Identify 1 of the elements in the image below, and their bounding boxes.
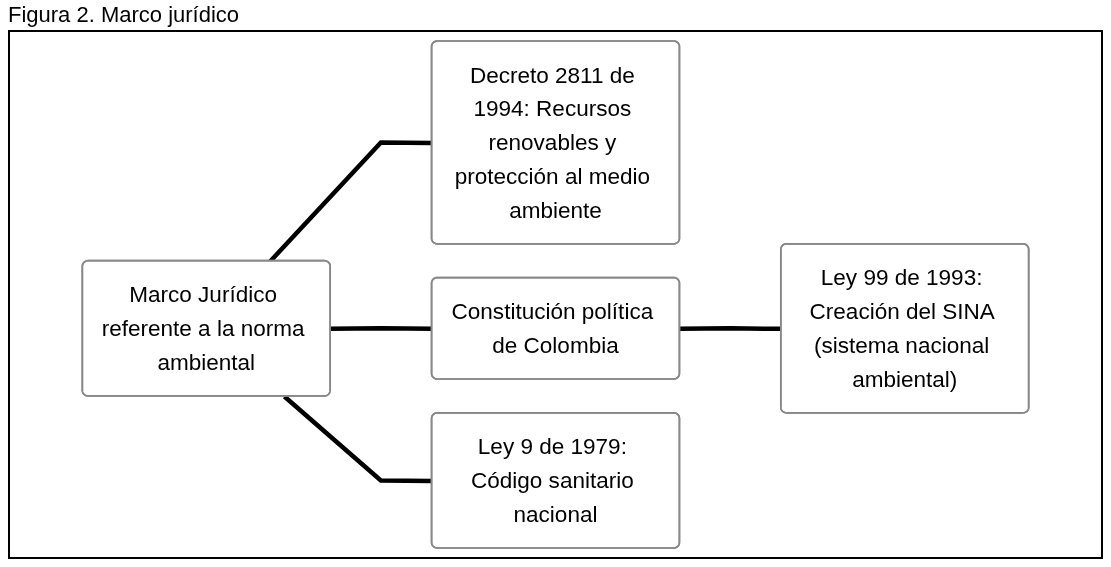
figure-title: Figura 2. Marco jurídico <box>8 2 241 28</box>
